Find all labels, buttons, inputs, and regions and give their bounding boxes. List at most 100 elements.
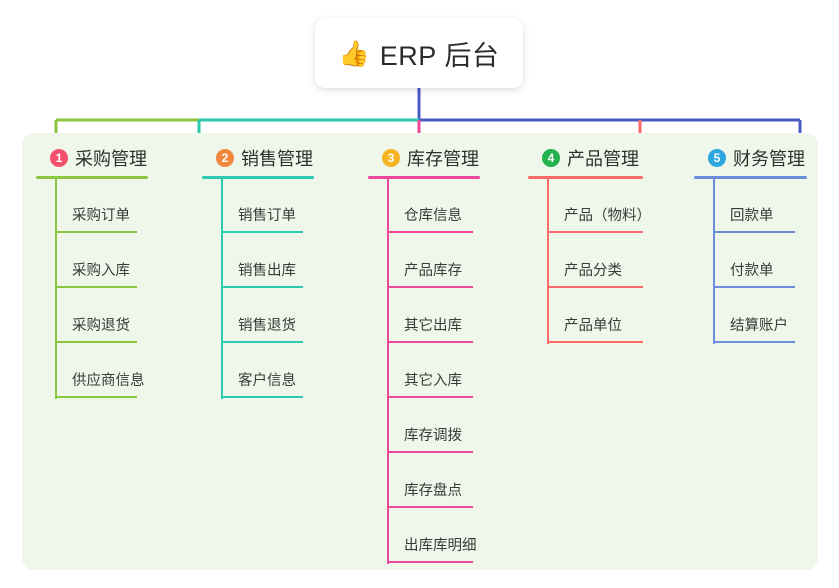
branch-3: 3 库存管理仓库信息产品库存其它出库其它入库库存调拨库存盘点出库库明细 [368, 146, 480, 564]
root-title: ERP 后台 [379, 40, 500, 71]
leaf-underline [221, 396, 303, 398]
leaf-underline [221, 286, 303, 288]
leaf-item[interactable]: 付款单 [694, 234, 807, 289]
leaf-underline [387, 231, 473, 233]
leaf-label: 客户信息 [238, 373, 296, 389]
thumbs-up-icon: 👍 [338, 39, 370, 68]
leaf-item[interactable]: 其它出库 [368, 289, 480, 344]
branch-header-3[interactable]: 3 库存管理 [368, 146, 480, 170]
leaf-underline [387, 396, 473, 398]
leaf-item[interactable]: 回款单 [694, 179, 807, 234]
leaf-label: 采购入库 [72, 263, 130, 279]
leaf-item[interactable]: 销售订单 [202, 179, 314, 234]
leaf-underline [547, 341, 643, 343]
branch-label: 销售管理 [241, 149, 313, 169]
leaf-underline [55, 341, 137, 343]
leaf-item[interactable]: 销售退货 [202, 289, 314, 344]
leaf-underline [387, 506, 473, 508]
leaf-item[interactable]: 产品（物料） [528, 179, 651, 234]
leaf-underline [713, 231, 795, 233]
leaf-item[interactable]: 产品单位 [528, 289, 643, 344]
leaf-label: 付款单 [730, 263, 774, 279]
leaf-item[interactable]: 采购订单 [36, 179, 148, 234]
leaf-underline [221, 231, 303, 233]
branch-number-badge: 2 [216, 149, 234, 167]
leaf-underline [387, 341, 473, 343]
leaf-item[interactable]: 采购入库 [36, 234, 148, 289]
branch-underline [528, 176, 643, 179]
leaf-label: 产品单位 [564, 318, 622, 334]
branch-label: 库存管理 [407, 149, 479, 169]
leaf-underline [547, 231, 643, 233]
leaf-label: 采购退货 [72, 318, 130, 334]
leaf-label: 产品分类 [564, 263, 622, 279]
branch-label: 财务管理 [733, 149, 805, 169]
leaf-item[interactable]: 结算账户 [694, 289, 807, 344]
leaf-list: 回款单付款单结算账户 [694, 179, 807, 344]
leaf-spine [713, 179, 715, 344]
leaf-label: 销售出库 [238, 263, 296, 279]
leaf-label: 产品（物料） [564, 208, 651, 224]
branch-5: 5 财务管理回款单付款单结算账户 [694, 146, 807, 344]
leaf-label: 销售订单 [238, 208, 296, 224]
leaf-label: 其它入库 [404, 373, 462, 389]
leaf-label: 其它出库 [404, 318, 462, 334]
branch-1: 1 采购管理采购订单采购入库采购退货供应商信息 [36, 146, 148, 399]
leaf-item[interactable]: 产品分类 [528, 234, 643, 289]
branch-number-badge: 4 [542, 149, 560, 167]
leaf-list: 仓库信息产品库存其它出库其它入库库存调拨库存盘点出库库明细 [368, 179, 480, 564]
leaf-list: 采购订单采购入库采购退货供应商信息 [36, 179, 148, 399]
leaf-item[interactable]: 仓库信息 [368, 179, 480, 234]
branch-header-5[interactable]: 5 财务管理 [694, 146, 807, 170]
branch-label: 产品管理 [567, 149, 639, 169]
branch-header-1[interactable]: 1 采购管理 [36, 146, 148, 170]
leaf-label: 库存盘点 [404, 483, 462, 499]
leaf-underline [713, 341, 795, 343]
leaf-item[interactable]: 产品库存 [368, 234, 480, 289]
leaf-underline [547, 286, 643, 288]
leaf-spine [221, 179, 223, 399]
leaf-item[interactable]: 库存调拨 [368, 399, 480, 454]
leaf-list: 产品（物料） 产品分类产品单位 [528, 179, 651, 344]
leaf-underline [713, 286, 795, 288]
leaf-underline [387, 286, 473, 288]
branch-label: 采购管理 [75, 149, 147, 169]
leaf-underline [55, 231, 137, 233]
branch-number-badge: 1 [50, 149, 68, 167]
leaf-spine [387, 179, 389, 564]
leaf-item[interactable]: 出库库明细 [368, 509, 480, 564]
leaf-item[interactable]: 供应商信息 [36, 344, 148, 399]
leaf-item[interactable]: 其它入库 [368, 344, 480, 399]
branch-header-2[interactable]: 2 销售管理 [202, 146, 314, 170]
leaf-label: 仓库信息 [404, 208, 462, 224]
leaf-label: 结算账户 [730, 318, 788, 334]
root-node[interactable]: 👍 ERP 后台 [315, 18, 523, 88]
leaf-underline [221, 341, 303, 343]
leaf-label: 回款单 [730, 208, 774, 224]
leaf-item[interactable]: 采购退货 [36, 289, 148, 344]
leaf-underline [387, 561, 473, 563]
leaf-label: 采购订单 [72, 208, 130, 224]
leaf-label: 销售退货 [238, 318, 296, 334]
leaf-underline [55, 286, 137, 288]
leaf-item[interactable]: 客户信息 [202, 344, 314, 399]
branch-2: 2 销售管理销售订单销售出库销售退货客户信息 [202, 146, 314, 399]
branch-underline [368, 176, 480, 179]
leaf-item[interactable]: 销售出库 [202, 234, 314, 289]
leaf-underline [55, 396, 137, 398]
branch-underline [694, 176, 807, 179]
branch-number-badge: 3 [382, 149, 400, 167]
branch-4: 4 产品管理产品（物料） 产品分类产品单位 [528, 146, 651, 344]
leaf-label: 出库库明细 [404, 538, 477, 554]
leaf-label: 库存调拨 [404, 428, 462, 444]
leaf-spine [547, 179, 549, 344]
leaf-underline [387, 451, 473, 453]
leaf-item[interactable]: 库存盘点 [368, 454, 480, 509]
branch-header-4[interactable]: 4 产品管理 [528, 146, 643, 170]
leaf-spine [55, 179, 57, 399]
leaf-list: 销售订单销售出库销售退货客户信息 [202, 179, 314, 399]
branch-underline [36, 176, 148, 179]
branch-number-badge: 5 [708, 149, 726, 167]
branches-panel [22, 133, 818, 570]
leaf-label: 供应商信息 [72, 373, 145, 389]
